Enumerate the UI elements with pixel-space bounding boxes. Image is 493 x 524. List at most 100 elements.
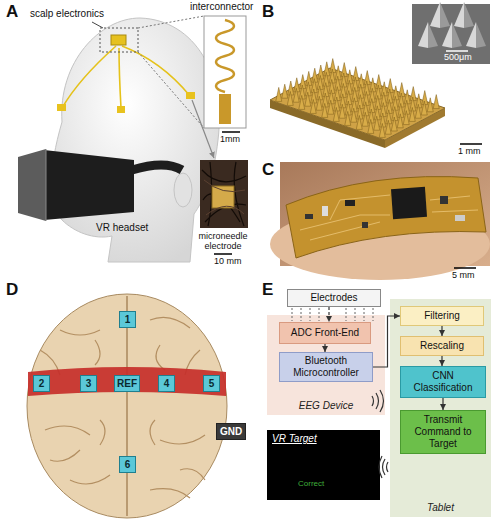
head-illustration-part [18, 149, 46, 221]
microneedle [391, 117, 397, 131]
panel-letter: C [262, 160, 274, 180]
scale-label: 1mm [220, 134, 240, 144]
microneedle-array-photo-part [452, 22, 462, 48]
head-illustration-part [204, 16, 246, 128]
node-text: CNN Classification [401, 370, 485, 394]
head-illustration-part [62, 46, 116, 108]
scalp-electronics-photo-part [300, 195, 478, 240]
scalp-electronics-photo-part [440, 196, 448, 204]
callout-label: scalp electronics [30, 8, 104, 20]
microneedle-array-photo-part [460, 143, 482, 145]
head-illustration-part [100, 28, 138, 52]
device-group: EEG DeviceADC Front-EndBluetooth Microco… [267, 315, 385, 415]
head-illustration-part [219, 94, 231, 124]
flowchart-decoration-part [379, 456, 388, 478]
callout-label: VR headset [96, 222, 148, 234]
microneedle [339, 104, 345, 118]
head-illustration-part [117, 106, 125, 113]
tablet-group: Tablet FilteringRescalingCNN Classificati… [390, 299, 491, 517]
connector-arrow [328, 307, 329, 322]
panel-letter: D [6, 280, 18, 300]
process-box: Transmit Command to Target [400, 410, 486, 454]
scalp-electronics-photo-part [286, 177, 486, 258]
vr-target-panel: VR Target [267, 430, 380, 500]
callout-label: microneedle electrode [194, 231, 252, 252]
microneedle [310, 99, 316, 113]
node-text: Bluetooth Microcontroller [280, 355, 372, 379]
microneedle [433, 95, 439, 109]
callout-label: interconnector [190, 1, 253, 13]
head-illustration [18, 16, 248, 262]
head-illustration-part [222, 131, 240, 133]
process-box: Rescaling [400, 336, 484, 356]
microneedle [403, 111, 409, 125]
brain-illustration-part [40, 317, 205, 498]
microneedle [427, 98, 433, 112]
scalp-electronics-photo-part [362, 222, 368, 228]
process-box: ADC Front-End [279, 322, 371, 344]
scalp-electronics-photo-part [454, 267, 476, 269]
microneedle-array-photo [270, 2, 490, 148]
head-illustration-part [111, 35, 126, 45]
connector-arrow [442, 398, 443, 410]
head-illustration-part [186, 92, 195, 99]
microneedle [282, 84, 288, 98]
brain-illustration-part [27, 294, 227, 518]
group-heading: VR Target [272, 433, 317, 444]
microneedle [409, 107, 415, 121]
node-text: 3 [86, 378, 92, 390]
microneedle [421, 101, 427, 115]
head-illustration-part [202, 162, 246, 226]
electrode-square: 2 [33, 375, 50, 392]
head-illustration-part [122, 46, 190, 96]
head-illustration-part [138, 52, 204, 128]
node-text: 1 [125, 314, 131, 326]
head-illustration-part [92, 22, 103, 28]
electrode-square: 6 [119, 456, 136, 473]
node-text: 2 [39, 378, 45, 390]
node-text: 6 [125, 459, 131, 471]
head-illustration-part [212, 186, 234, 208]
microneedle [333, 107, 339, 121]
head-illustration-part [204, 180, 245, 215]
microneedle-array-photo-part [430, 2, 440, 28]
microneedle [276, 87, 282, 101]
electrode-square: 5 [203, 375, 220, 392]
microneedle [328, 100, 334, 114]
microneedle [356, 115, 362, 129]
panel-letter: A [6, 2, 18, 22]
node-text: Filtering [422, 310, 462, 322]
scalp-electronics-photo-part [345, 200, 355, 206]
scalp-electronics-photo-part [455, 215, 465, 221]
brain-illustration-part [126, 296, 128, 516]
node-text: ADC Front-End [289, 327, 361, 339]
head-illustration-part [132, 165, 182, 170]
scale-label: 500μm [444, 52, 472, 62]
status-text: Correct [298, 479, 324, 488]
reference-electrode: REF [114, 375, 140, 392]
connector-arrow [441, 326, 442, 336]
microneedle [316, 96, 322, 110]
electrode-square: 1 [119, 311, 136, 328]
scale-label: 5 mm [452, 270, 475, 280]
microneedle-array-photo-part [466, 22, 476, 48]
node-text: Rescaling [418, 340, 466, 352]
microneedle-array-photo-part [464, 2, 474, 28]
node-text: 4 [164, 378, 170, 390]
panel-letter: B [262, 2, 274, 22]
microneedle [379, 123, 385, 137]
microneedle [287, 91, 293, 105]
connector-arrow [324, 344, 325, 352]
microneedle [322, 103, 328, 117]
head-illustration-part [200, 160, 248, 228]
scalp-electronics-photo [270, 162, 490, 280]
head-illustration-part [216, 20, 234, 92]
connector-arrow [441, 356, 442, 366]
brain-illustration-part [28, 367, 226, 396]
node-text: Transmit Command to Target [401, 414, 485, 450]
panel-letter: E [262, 280, 273, 300]
process-box: Bluetooth Microcontroller [279, 352, 373, 382]
microneedle [362, 112, 368, 126]
group-heading: Tablet [390, 502, 491, 513]
